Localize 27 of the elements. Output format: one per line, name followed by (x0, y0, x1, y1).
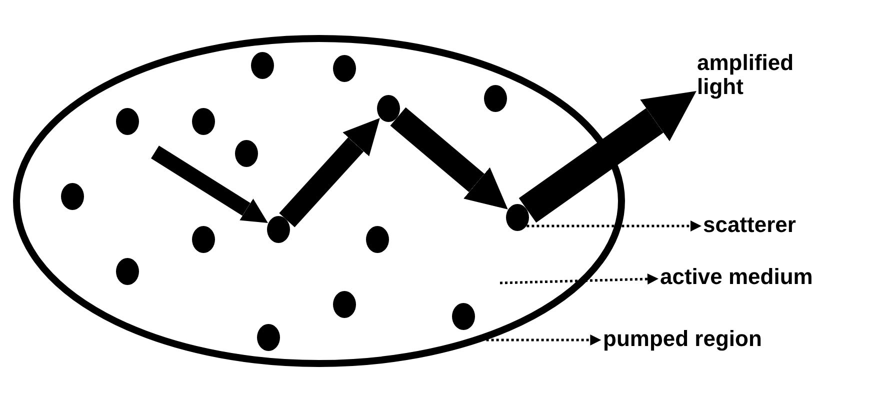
scatterer-dot (377, 95, 400, 122)
scatterer-dot (116, 108, 139, 135)
scatterer-dot (61, 183, 84, 210)
scatterer-dot (267, 216, 290, 243)
callout-label: active medium (660, 265, 813, 289)
arrow (151, 146, 268, 223)
arrow (518, 90, 696, 223)
scatterer-dot (235, 140, 258, 167)
callout-label: amplified light (697, 51, 807, 99)
callout-label: scatterer (703, 213, 796, 237)
scatterer-dot (333, 55, 356, 82)
scatterer-dot (192, 108, 215, 135)
scatterer-dot (366, 226, 389, 253)
scatterer-dot (257, 324, 280, 351)
scatterer-dot (192, 226, 215, 253)
scatterer-dot (506, 204, 529, 231)
arrow (390, 107, 508, 210)
arrow (279, 118, 380, 228)
leader-line (500, 274, 658, 284)
leader-line (486, 334, 602, 346)
scatterer-dot (251, 52, 274, 79)
scatterer-dot (116, 258, 139, 285)
scatterer-dot (452, 303, 475, 330)
scatterer-dot (333, 291, 356, 318)
scatterer-dot (484, 85, 507, 112)
leader-line (526, 220, 702, 232)
callout-label: pumped region (603, 327, 762, 351)
